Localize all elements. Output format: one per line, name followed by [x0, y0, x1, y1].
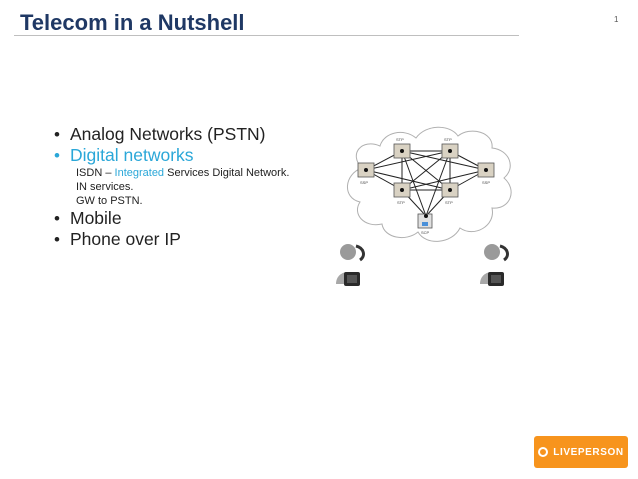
scp-node-bottom: SCP	[417, 213, 433, 235]
page-number: 1	[614, 15, 619, 24]
ssp-node-left: SSP	[357, 162, 375, 185]
ssp-label: SSP	[360, 180, 368, 185]
stp-node-top-left: STP	[393, 137, 411, 159]
bullet-phone-over-ip: • Phone over IP	[54, 229, 324, 250]
liveperson-logo: LIVEPERSON	[534, 436, 628, 468]
stp-label: STP	[444, 137, 452, 142]
bullet-mobile: • Mobile	[54, 208, 324, 229]
ssp-node-right: SSP	[477, 162, 495, 185]
stp-node-bottom-left: STP	[393, 182, 411, 205]
bullet-dot-icon: •	[54, 125, 60, 144]
ssp-label: SSP	[482, 180, 490, 185]
bullet-digital-networks: • Digital networks	[54, 145, 324, 166]
stp-label: STP	[396, 137, 404, 142]
network-diagram: STP STP STP STP SSP SSP	[336, 126, 512, 286]
bullet-list: • Analog Networks (PSTN) • Digital netwo…	[54, 124, 324, 250]
stp-label: STP	[445, 200, 453, 205]
sub-bullet-in-services: IN services.	[76, 181, 134, 193]
liveperson-circle-icon	[538, 447, 549, 457]
bullet-text: Digital networks	[70, 145, 194, 165]
sub-bullet-gw-to-pstn: GW to PSTN.	[76, 195, 143, 207]
bullet-dot-icon: •	[54, 209, 60, 228]
stp-label: STP	[397, 200, 405, 205]
stp-node-bottom-right: STP	[441, 182, 459, 205]
stp-node-top-right: STP	[441, 137, 459, 159]
bullet-analog-networks: • Analog Networks (PSTN)	[54, 124, 324, 145]
network-cloud-icon	[347, 126, 512, 242]
sub-bullet-suffix: Services Digital Network.	[164, 167, 290, 179]
scp-label: SCP	[421, 230, 430, 235]
slide-title: Telecom in a Nutshell	[20, 10, 245, 35]
phone-user-left-icon	[336, 244, 365, 286]
liveperson-wordmark: LIVEPERSON	[553, 446, 624, 458]
bullet-text: Analog Networks (PSTN)	[70, 124, 266, 144]
bullet-dot-icon: •	[54, 230, 60, 249]
bullet-text: Mobile	[70, 208, 122, 228]
title-divider	[14, 35, 519, 36]
sub-bullet-isdn: ISDN – Integrated Services Digital Netwo…	[54, 166, 324, 180]
sub-bullet-prefix: ISDN –	[76, 167, 115, 179]
sub-bullet-accent: Integrated	[114, 167, 165, 179]
phone-user-right-icon	[480, 244, 509, 286]
bullet-text: Phone over IP	[70, 229, 181, 249]
bullet-dot-icon: •	[54, 146, 60, 165]
